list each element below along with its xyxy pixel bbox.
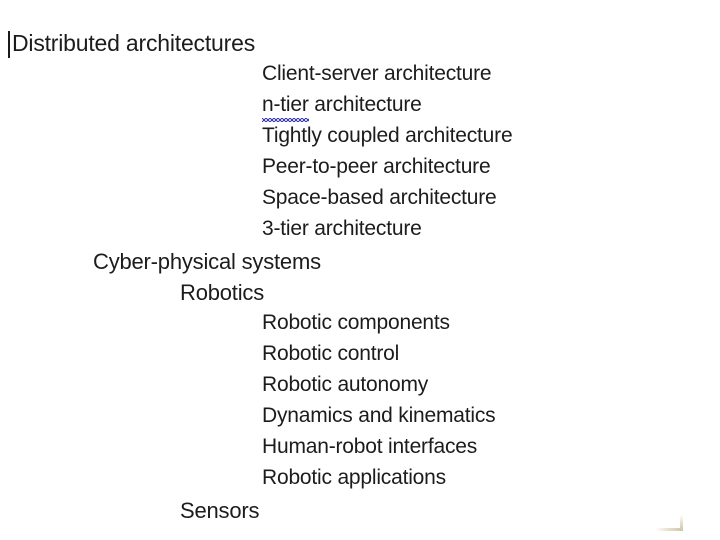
outline-item-label: Peer-to-peer architecture [262,155,491,178]
outline-item-label: Tightly coupled architecture [262,124,513,147]
outline-item[interactable]: Robotic autonomy [262,373,428,397]
outline-item[interactable]: 3-tier architecture [262,217,422,241]
outline-item-label: Space-based architecture [262,186,497,209]
outline-item-label: Dynamics and kinematics [262,404,496,427]
outline-item-label: Robotic control [262,342,400,365]
outline-item[interactable]: Human-robot interfaces [262,435,477,459]
outline-item[interactable]: Client-server architecture [262,62,492,86]
outline-item-label: Cyber-physical systems [93,249,321,274]
outline-item[interactable]: Robotic components [262,311,450,335]
outline-item-label: Human-robot interfaces [262,435,478,458]
outline-item[interactable]: Peer-to-peer architecture [262,155,491,179]
outline-item[interactable]: Dynamics and kinematics [262,404,496,428]
outline-item[interactable]: Robotic control [262,342,399,366]
outline-item-label: Sensors [180,498,260,523]
outline-item[interactable]: Robotics [180,280,264,306]
outline-item[interactable]: Space-based architecture [262,186,497,210]
outline-item[interactable]: Cyber-physical systems [93,249,321,275]
outline-item[interactable]: n-tier architecture [262,93,422,122]
placeholder-corner-vertical [680,515,683,531]
outline-item[interactable]: Sensors [180,498,260,524]
outline-item-label: Client-server architecture [262,62,492,85]
outline-item-label: Distributed architectures [12,30,255,56]
outline-item-label: Robotic applications [262,466,446,489]
outline-item[interactable]: Tightly coupled architecture [262,124,513,148]
outline-item[interactable]: Distributed architectures [12,30,255,57]
placeholder-corner-handle-icon[interactable] [655,515,683,531]
misspelled-word[interactable]: n-tier [262,93,309,122]
outline-item-label: 3-tier architecture [262,217,422,240]
placeholder-corner-horizontal [655,528,683,531]
outline-item-label: Robotics [180,280,264,305]
outline-item-label: Robotic components [262,311,450,334]
text-insertion-caret [8,31,10,58]
outline-item-label: Robotic autonomy [262,373,429,396]
outline-item[interactable]: Robotic applications [262,466,446,490]
outline-item-label: architecture [308,93,422,116]
